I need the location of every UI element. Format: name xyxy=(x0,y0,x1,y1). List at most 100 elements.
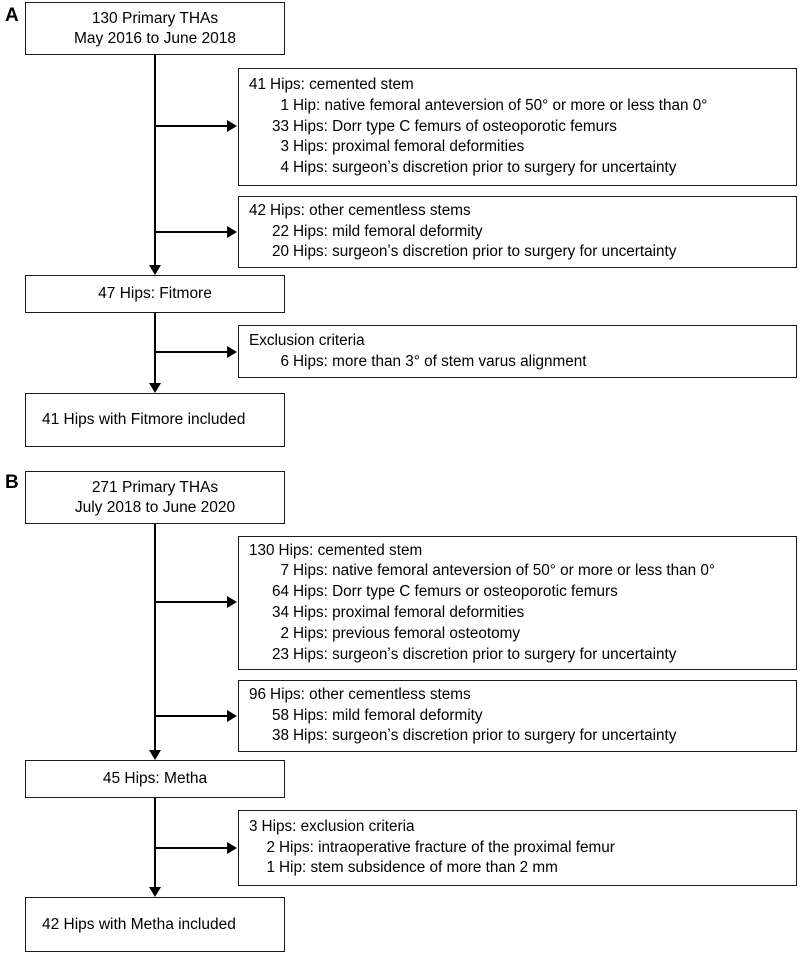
exclusion-line-text: Hips: more than 3° of stem varus alignme… xyxy=(293,352,587,370)
exclusion-line-count: 38 xyxy=(271,727,289,745)
panel-a-branch-1-arrow xyxy=(227,120,237,132)
panel-a-criteria-arrow xyxy=(227,346,237,358)
panel-b-arrow-down-to-mid xyxy=(149,750,161,760)
panel-a-branch-2-arrow xyxy=(227,226,237,238)
exclusion-line-count: 6 xyxy=(280,352,289,370)
panel-b-end-box-label: 42 Hips with Metha included xyxy=(42,915,236,933)
exclusion-line-text: Hips: mild femoral deformity xyxy=(293,706,483,724)
exclusion-line-text: Hips: proximal femoral deformities xyxy=(293,138,525,156)
exclusion-line-count: 3 xyxy=(249,817,258,835)
panel-b-start-box: 271 Primary THAs July 2018 to June 2020 xyxy=(25,471,285,524)
exclusion-line-count: 34 xyxy=(271,604,289,621)
exclusion-line-text: Hips: surgeonʼs discretion prior to surg… xyxy=(293,159,677,177)
exclusion-line-text: Hips: cemented stem xyxy=(278,541,423,559)
exclusion-line-text: Hips: other cementless stems xyxy=(270,201,471,219)
panel-a-end-box-label: 41 Hips with Fitmore included xyxy=(42,411,246,428)
exclusion-line-text: Hips: surgeonʼs discretion prior to surg… xyxy=(293,243,677,261)
panel-a-spine-upper xyxy=(154,55,157,267)
exclusion-line-text: Hips: mild femoral deformity xyxy=(293,222,483,240)
exclusion-line-text: Hips: intraoperative fracture of the pro… xyxy=(279,838,615,856)
exclusion-line-count: 1 xyxy=(280,96,289,114)
exclusion-line-text: Hips: native femoral anteversion of 50° … xyxy=(293,562,716,580)
panel-a-arrow-down-to-mid xyxy=(149,265,161,275)
exclusion-line-count: 22 xyxy=(271,222,289,240)
exclusion-line-text: Hips: surgeonʼs discretion prior to surg… xyxy=(293,645,677,663)
exclusion-line-text: Hips: previous femoral osteotomy xyxy=(293,624,520,642)
panel-b-mid-box-label: 45 Hips: Metha xyxy=(102,770,208,787)
panel-a-start-box-label: 130 Primary THAs May 2016 to June 2018 xyxy=(73,9,236,47)
panel-letter-b: B xyxy=(5,472,19,493)
exclusion-line-count: 20 xyxy=(271,243,289,261)
exclusion-line-text: Hips: cemented stem xyxy=(270,76,414,93)
exclusion-line-text: Hips: Dorr type C femurs or osteoporotic… xyxy=(293,583,618,601)
exclusion-line-text: Hips: surgeonʼs discretion prior to surg… xyxy=(293,727,677,745)
exclusion-line-count: 4 xyxy=(280,159,289,177)
panel-b-branch-2-arrow xyxy=(227,710,237,722)
panel-a-spine-lower xyxy=(154,313,157,385)
exclusion-line-count: 1 xyxy=(266,859,275,877)
panel-a-end-box: 41 Hips with Fitmore included xyxy=(25,393,285,447)
exclusion-line-count: 41 xyxy=(249,76,267,93)
exclusion-line: Exclusion criteria xyxy=(249,331,788,352)
panel-a-start-box: 130 Primary THAs May 2016 to June 2018 xyxy=(25,2,285,55)
exclusion-line-count: 33 xyxy=(271,117,289,135)
exclusion-line-text: Hips: proximal femoral deformities xyxy=(293,604,525,621)
panel-b-start-box-label: 271 Primary THAs July 2018 to June 2020 xyxy=(74,478,236,516)
exclusion-line-text: Hips: Dorr type C femurs of osteoporotic… xyxy=(293,117,617,135)
exclusion-line-count: 96 xyxy=(249,685,267,703)
exclusion-line-count: 130 xyxy=(249,541,275,559)
exclusion-line-text: Hip: stem subsidence of more than 2 mm xyxy=(279,859,558,877)
panel-b-spine-lower xyxy=(154,798,157,889)
exclusion-line-count: 64 xyxy=(271,583,289,601)
exclusion-line-text: Hips: other cementless stems xyxy=(270,685,471,703)
panel-b-mid-box: 45 Hips: Metha xyxy=(25,760,285,798)
exclusion-line-count: 23 xyxy=(271,645,289,663)
exclusion-line-count: 58 xyxy=(271,706,289,724)
panel-a-criteria-line xyxy=(155,351,228,353)
panel-a-mid-box: 47 Hips: Fitmore xyxy=(25,275,285,313)
panel-a-arrow-down-to-end xyxy=(149,383,161,393)
panel-b-branch-2-line xyxy=(155,715,228,717)
exclusion-line-text: Hip: native femoral anteversion of 50° o… xyxy=(293,96,708,114)
exclusion-line-count: 3 xyxy=(280,138,289,156)
panel-b-end-box: 42 Hips with Metha included xyxy=(25,897,285,952)
exclusion-line-text: Hips: exclusion criteria xyxy=(261,817,415,835)
panel-b-branch-1-arrow xyxy=(227,596,237,608)
panel-a-mid-box-label: 47 Hips: Fitmore xyxy=(98,285,212,302)
panel-a-branch-1-line xyxy=(155,125,228,127)
exclusion-line-count: 7 xyxy=(280,562,289,580)
panel-b-criteria-line xyxy=(155,847,228,849)
panel-b-criteria-arrow xyxy=(227,842,237,854)
exclusion-line-count: 2 xyxy=(266,838,275,856)
exclusion-line-text: Exclusion criteria xyxy=(249,331,365,349)
exclusion-line-count: 2 xyxy=(280,624,289,642)
